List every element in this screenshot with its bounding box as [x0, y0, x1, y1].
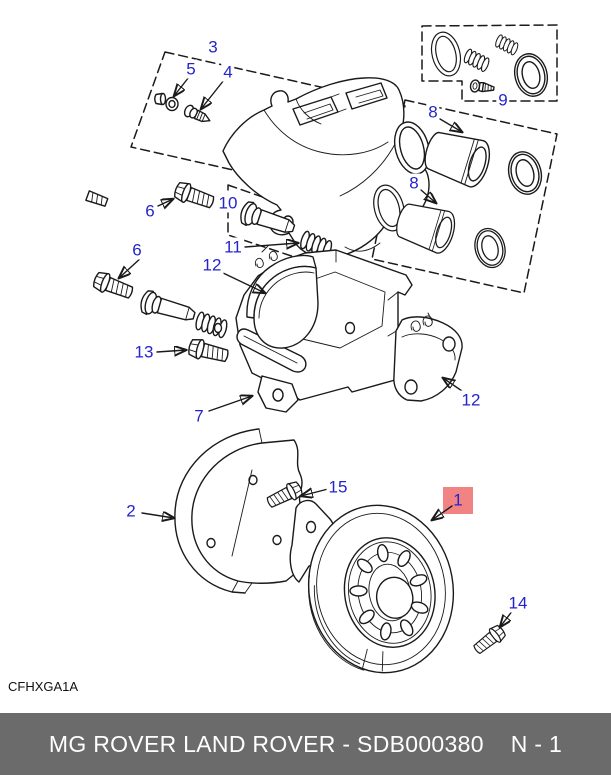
footer-page-ref: N - 1: [510, 730, 563, 757]
callout-15[interactable]: 15: [326, 477, 350, 497]
callout-5[interactable]: 5: [184, 59, 198, 79]
disc-bolt-slots: [349, 544, 429, 641]
dashed-box-seal-kit-9: [421, 24, 558, 102]
callout-10[interactable]: 10: [216, 193, 240, 213]
seal-kit-parts-9: [426, 28, 553, 101]
callout-12[interactable]: 12: [200, 255, 224, 275]
footer-bar: MG ROVER LAND ROVER - SDB000380 N - 1: [0, 713, 611, 775]
callout-13[interactable]: 13: [132, 342, 156, 362]
callout-9[interactable]: 9: [496, 90, 510, 110]
pin-boot-lower: [193, 310, 230, 340]
callout-8[interactable]: 8: [426, 102, 440, 122]
footer-catalog-title: MG ROVER LAND ROVER - SDB000380: [48, 730, 484, 757]
brake-disc-drawing: [307, 504, 455, 674]
callout-1[interactable]: 1: [453, 490, 463, 510]
caliper-carrier-drawing: [213, 245, 413, 413]
callout-8[interactable]: 8: [407, 173, 421, 193]
callout-3[interactable]: 3: [206, 37, 220, 57]
splash-shield-drawing: [174, 428, 335, 594]
bolt-6-lower: [90, 269, 136, 303]
callout-4[interactable]: 4: [221, 62, 235, 82]
callout-6[interactable]: 6: [130, 240, 144, 260]
disc-screw-14: [470, 622, 509, 658]
callout-14[interactable]: 14: [506, 593, 530, 613]
leader-lines: [119, 76, 514, 627]
callout-2[interactable]: 2: [124, 501, 138, 521]
callout-12[interactable]: 12: [459, 390, 483, 410]
caliper-screw-5: [154, 92, 179, 112]
callout-7[interactable]: 7: [192, 406, 206, 426]
figure-code: CFHXGA1A: [8, 679, 79, 694]
bleed-screw-4: [183, 104, 211, 123]
callout-11[interactable]: 11: [222, 237, 244, 257]
exploded-parts-diagram: [85, 24, 558, 674]
thread-stub: [85, 190, 109, 207]
bolt-6-upper: [171, 179, 217, 213]
guide-pin-lower: [137, 288, 199, 328]
bolt-13: [186, 336, 231, 367]
piston-kit-parts-8: [368, 117, 547, 272]
dashed-box-piston-kit-8: [371, 99, 558, 294]
brake-pad-outer-drawing: [393, 312, 463, 402]
callout-6[interactable]: 6: [143, 201, 157, 221]
